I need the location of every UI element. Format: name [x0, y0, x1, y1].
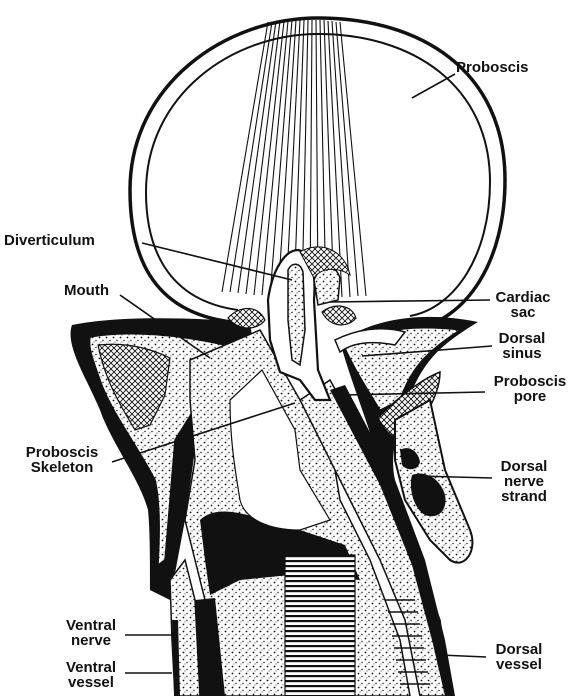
label-proboscis-skeleton-line1: Proboscis [10, 445, 114, 460]
label-dorsal-nerve-strand: Dorsal nerve strand [488, 459, 560, 504]
pharynx-striations [285, 555, 355, 696]
label-mouth: Mouth [64, 283, 109, 298]
label-proboscis-pore: Proboscis pore [484, 374, 576, 404]
label-diverticulum: Diverticulum [4, 233, 95, 248]
label-ventral-vessel-line1: Ventral [56, 660, 126, 675]
label-ventral-vessel: Ventral vessel [56, 660, 126, 690]
label-proboscis-skeleton: Proboscis Skeleton [10, 445, 114, 475]
label-proboscis: Proboscis [456, 60, 529, 75]
label-ventral-nerve: Ventral nerve [56, 618, 126, 648]
label-cardiac-sac-line2: sac [488, 305, 558, 320]
label-dorsal-nerve-strand-line1: Dorsal [488, 459, 560, 474]
label-dorsal-vessel: Dorsal vessel [484, 642, 554, 672]
label-dorsal-nerve-strand-line2: nerve [488, 474, 560, 489]
label-proboscis-pore-line2: pore [484, 389, 576, 404]
label-dorsal-sinus-line1: Dorsal [490, 331, 554, 346]
label-dorsal-sinus: Dorsal sinus [490, 331, 554, 361]
label-cardiac-sac: Cardiac sac [488, 290, 558, 320]
label-ventral-nerve-line2: nerve [56, 633, 126, 648]
label-proboscis-skeleton-line2: Skeleton [10, 460, 114, 475]
label-proboscis-pore-line1: Proboscis [484, 374, 576, 389]
label-dorsal-vessel-line1: Dorsal [484, 642, 554, 657]
label-dorsal-nerve-strand-line3: strand [488, 489, 560, 504]
label-dorsal-vessel-line2: vessel [484, 657, 554, 672]
label-ventral-nerve-line1: Ventral [56, 618, 126, 633]
label-cardiac-sac-line1: Cardiac [488, 290, 558, 305]
label-ventral-vessel-line2: vessel [56, 675, 126, 690]
label-dorsal-sinus-line2: sinus [490, 346, 554, 361]
